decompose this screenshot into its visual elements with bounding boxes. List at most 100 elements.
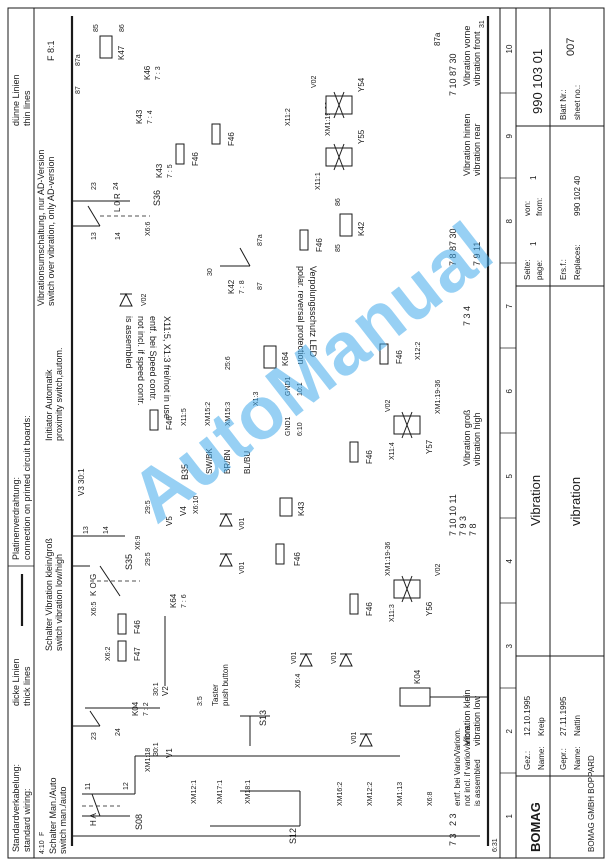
ref-f81: F 8:1	[46, 40, 56, 61]
s08-title-en: switch man./auto	[58, 786, 68, 854]
grid-col-number: 1	[505, 814, 514, 819]
x11-2-label: X11:2	[285, 108, 292, 126]
sheet-value: 007	[565, 38, 577, 56]
x11-4-label: X11:4	[389, 442, 396, 460]
s36-switch: L 0 R S36 13 14 23 24	[72, 182, 162, 240]
name-value: Kreip	[537, 717, 546, 736]
ref-r1: 7 3	[448, 833, 458, 846]
s36-n13: 13	[91, 232, 98, 240]
taster-en: push button	[221, 664, 230, 706]
blatt-label: Blatt Nr.:	[559, 89, 568, 120]
s35-switch: K O G S35 X6:5 X6:9 13 14	[72, 526, 142, 616]
xm15-3-label: XM15:3	[225, 402, 232, 426]
gez-label: Gez.:	[523, 751, 532, 770]
s35-label: S35	[124, 554, 134, 570]
y55-valve: Y55 X11:1 XM1:19-36	[315, 102, 366, 190]
k42-label: K42	[227, 279, 236, 294]
x1-3-label: X1:3	[253, 391, 260, 406]
grid-col-number: 10	[505, 44, 514, 53]
v2-label: V2	[161, 686, 170, 696]
taster-de: Taster	[211, 684, 220, 706]
note-vib-high-en: vibration high	[472, 412, 482, 466]
grid-col-number: 9	[505, 134, 514, 139]
s12-s13-group: S12 XM18:1 XM17:1 XM12:1 S13 Taster push…	[191, 664, 301, 844]
ref-r9: 7 10 87 30	[448, 53, 458, 96]
b35-label: B35	[180, 464, 190, 480]
x6-5-label: X6:5	[91, 601, 98, 616]
k47-85: 85	[93, 24, 100, 32]
vib-switch-title-de: Schalter Vibration klein/groß	[44, 538, 54, 651]
grid-col-number: 8	[505, 219, 514, 224]
k47-box	[99, 35, 113, 59]
x12-2-label: X12:2	[415, 342, 422, 360]
x6-8-label: X6:8	[427, 791, 434, 806]
x6-10-label: X6:10	[193, 496, 200, 514]
k42-ref: 7 : 8	[239, 280, 246, 294]
von-en: from:	[535, 198, 544, 216]
x11-3-label: X11:3	[389, 604, 396, 622]
k42-30: 30	[207, 268, 214, 276]
ersf-label: Ers.f.:	[559, 259, 568, 280]
ref-r7: 7 3 4	[462, 306, 472, 326]
s08-label: S08	[134, 814, 144, 830]
s36-n24: 24	[113, 182, 120, 190]
doc-number: 990 103 01	[530, 49, 545, 114]
f47-label: F47	[133, 647, 142, 661]
xm1-19-36-a: XM1:19-36	[385, 542, 392, 576]
v01-label-a: V01	[351, 731, 358, 744]
vib-switch-title-en: switch vibration low/high	[54, 554, 64, 651]
f46-label-e: F46	[165, 416, 174, 430]
ref-r4: 7 9 11	[472, 242, 482, 266]
k04-n23: 23	[91, 732, 98, 740]
ref-f-left: F	[39, 832, 46, 836]
br-bn-label: BR/BN	[223, 449, 232, 474]
k64-ref: 7 : 6	[181, 594, 188, 608]
k04-coil	[399, 687, 431, 707]
xm18-1-label: XM18:1	[245, 780, 252, 804]
von-label: von:	[523, 201, 532, 216]
f46-fuse-c	[275, 543, 285, 565]
x6-9-label: X6:9	[135, 535, 142, 550]
k42-86: 86	[335, 198, 342, 206]
thick-lines-de: dicke Linien	[11, 658, 21, 706]
y54-valve: Y54 X11:2 V02	[285, 75, 366, 126]
board-wiring-en: connection on printed circuit boards:	[22, 415, 32, 560]
v5-label: V5	[165, 516, 174, 526]
y56-label: Y56	[425, 601, 434, 616]
thin-lines-de: dünne Linien	[11, 74, 21, 126]
s08-n12: 12	[123, 782, 130, 790]
xm15-2-label: XM15:2	[205, 402, 212, 426]
v01-label-b: V01	[291, 651, 298, 664]
sw-bk-label: SW/BK	[205, 448, 214, 474]
note-vario-assembled: is assembled	[473, 759, 482, 806]
ref-35: 3:5	[197, 696, 204, 706]
ref-r10: 87a	[433, 32, 442, 46]
ref-r8: 7 8 87 30	[448, 228, 458, 266]
xm1-18-label: XM1:18	[145, 748, 152, 772]
k64-box	[263, 345, 277, 369]
standard-wiring-en: standard wiring:	[22, 788, 32, 852]
note-vario-de: entf. bei Vario/Variom.	[453, 728, 462, 806]
grid-col-number: 7	[505, 304, 514, 309]
sheet-label: sheet no.:	[573, 85, 582, 120]
v4-label: V4	[179, 506, 188, 516]
xm1-19-36-b: XM1:19-36	[435, 380, 442, 414]
v1-30-label: 30:1	[153, 742, 160, 756]
k47-label: K47	[117, 45, 126, 60]
k43-label-a: K43	[297, 501, 306, 516]
ref-r6: 7 9 3	[458, 516, 468, 536]
grid-col-number: 2	[505, 729, 514, 734]
k47-86: 86	[119, 24, 126, 32]
note-vib-low-de: Vibration klein	[462, 690, 472, 746]
v3-label: V3 30:1	[77, 468, 86, 496]
gez-date: 12.10.1995	[523, 695, 532, 736]
ref-r5: 7 8	[468, 523, 478, 536]
gepr-date: 27.11.1995	[559, 696, 568, 736]
ref-31: 31	[479, 20, 486, 28]
speed-note-de: entf. bei Speed contr.	[148, 316, 158, 401]
initiator-title-de: Initiator Automatik	[44, 369, 54, 441]
k04-contacts: 23 24 K04 7 : 2	[72, 701, 160, 740]
